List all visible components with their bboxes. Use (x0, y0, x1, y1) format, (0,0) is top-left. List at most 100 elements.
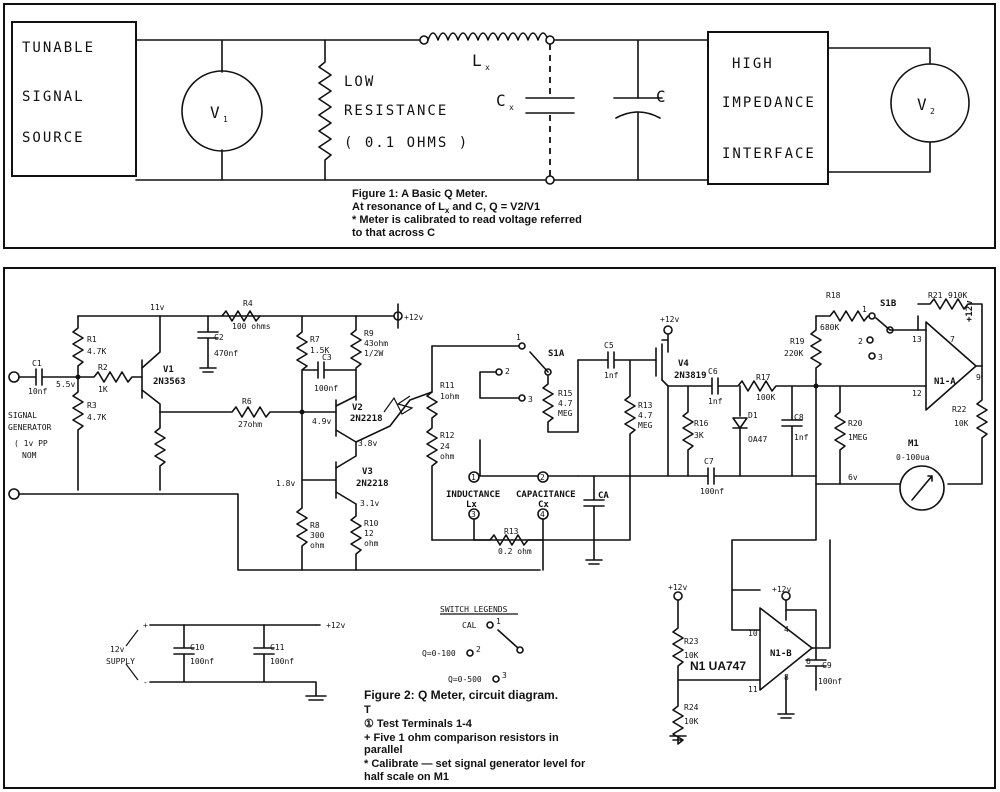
n1b-pin-9: 4 (784, 625, 789, 634)
v3-transistor-name: V3 (362, 467, 373, 477)
impedance-label: IMPEDANCE (722, 95, 816, 111)
v2-meter-circle (890, 63, 970, 143)
r15-unit: MEG (558, 409, 573, 418)
c10-capacitor (173, 624, 195, 683)
r10-resistor (350, 503, 362, 571)
legend-contact-2 (466, 649, 474, 657)
v-3-1-label: 3.1v (360, 499, 379, 508)
c6-value: 1nf (708, 397, 723, 406)
c9-name: C9 (822, 661, 832, 670)
n1b-supply-pins (777, 599, 795, 719)
c7-capacitor-wire (577, 467, 817, 485)
r2-value: 1K (98, 385, 108, 394)
figure-2: C1 10nf 5.5v 11v R1 4.7K R3 4.7K R2 1K V… (3, 267, 996, 789)
r6-value: 27ohm (238, 420, 262, 429)
c3-value: 100nf (314, 384, 338, 393)
c5-capacitor (577, 351, 657, 369)
r15-name: R15 (558, 389, 573, 398)
r4-resistor (221, 310, 261, 322)
low-resistance-resistor (318, 39, 332, 181)
plus12-terminal-e (673, 591, 683, 601)
r9-name: R9 (364, 329, 374, 338)
r20-name: R20 (848, 419, 863, 428)
m1-needle (911, 475, 933, 501)
d1-name: D1 (748, 411, 758, 420)
n1b-label: N1-B (770, 649, 792, 659)
v1-subscript: 1 (223, 115, 228, 124)
r19-value: 220K (784, 349, 803, 358)
legend-contact-3 (492, 675, 500, 683)
n1a-pin-13: 7 (950, 335, 955, 344)
r3-resistor (72, 376, 84, 491)
v1-transistor-type: 2N3563 (153, 377, 186, 387)
figure-2-frame (3, 267, 996, 789)
r22-resistor (947, 375, 988, 485)
r12-unit: ohm (440, 452, 455, 461)
c9-capacitor (785, 539, 831, 691)
r7-value: 1.5K (310, 346, 329, 355)
r13-value: 0.2 ohm (498, 547, 532, 556)
high-impedance-box (707, 31, 829, 185)
r13-sense-resistor (473, 534, 544, 546)
c8-capacitor (781, 385, 803, 477)
switch-legends-title: SWITCH LEGENDS (440, 605, 508, 614)
r17-value: 100K (756, 393, 775, 402)
source-label-1: TUNABLE (22, 40, 95, 56)
v-6-label: 6v (848, 473, 858, 482)
legend-pin-1: 1 (496, 617, 501, 626)
v2-leads (827, 47, 931, 173)
n1a-opamp-triangle (925, 321, 977, 411)
legend-wiper (497, 629, 519, 649)
plus12-label-b: +12v (660, 315, 679, 324)
r2-resistor (77, 371, 143, 383)
r11-name: R11 (440, 381, 455, 390)
supply-rails (149, 624, 327, 701)
figure-1-frame (3, 3, 996, 249)
r15-value: 4.7 (558, 399, 573, 408)
c7-value: 100nf (700, 487, 724, 496)
r9-resistor (350, 315, 362, 401)
r1-resistor (72, 315, 84, 378)
s1a-pin-1: 1 (516, 333, 521, 342)
c11-capacitor (253, 624, 275, 683)
n1a-pin-1: 13 (912, 335, 922, 344)
r12-name: R12 (440, 431, 455, 440)
v4-name: V4 (678, 359, 689, 369)
supply-voltage: 12v (110, 645, 125, 654)
s1a-pin-2: 2 (505, 367, 510, 376)
v-4-9-label: 4.9v (312, 417, 331, 426)
legend-contact-1 (486, 621, 494, 629)
r3-value: 4.7K (87, 413, 106, 422)
r8-unit: ohm (310, 541, 325, 550)
ohms-label: ( 0.1 OHMS ) (344, 135, 469, 151)
r20-value: 1MEG (848, 433, 867, 442)
r10-unit: ohm (364, 539, 379, 548)
fig1-caption-line2: At resonance of Lx and C, Q = V2/V1 (352, 201, 540, 215)
r11-value: 1ohm (440, 392, 459, 401)
r23-r24-divider (669, 599, 687, 745)
r22-name: R22 (952, 405, 967, 414)
n1b-pin-10: 6 (806, 657, 811, 666)
low-label: LOW (344, 74, 375, 90)
r19-name: R19 (790, 337, 805, 346)
cx-subscript: x (509, 103, 514, 112)
v-3-8-label: 3.8v (358, 439, 377, 448)
legend-pivot (516, 646, 524, 654)
test-terminal-1 (468, 471, 480, 483)
r8-value: 300 (310, 531, 325, 540)
legend-pin-2: 2 (476, 645, 481, 654)
m1-range: 0-100ua (896, 453, 930, 462)
r18-name: R18 (826, 291, 841, 300)
v3-transistor-type: 2N2218 (356, 479, 389, 489)
v2-subscript: 2 (930, 107, 935, 116)
r20-resistor (834, 385, 846, 485)
lx-terminal-left (419, 35, 429, 45)
lx-inductor-coil (427, 32, 549, 41)
v1-label: V (210, 103, 221, 122)
fig2-caption-t: T (364, 704, 371, 716)
r7-name: R7 (310, 335, 320, 344)
lx-label: L (472, 51, 483, 70)
c2-name: C2 (214, 333, 224, 342)
c8-name: C8 (794, 413, 804, 422)
test-terminal-2 (537, 471, 549, 483)
